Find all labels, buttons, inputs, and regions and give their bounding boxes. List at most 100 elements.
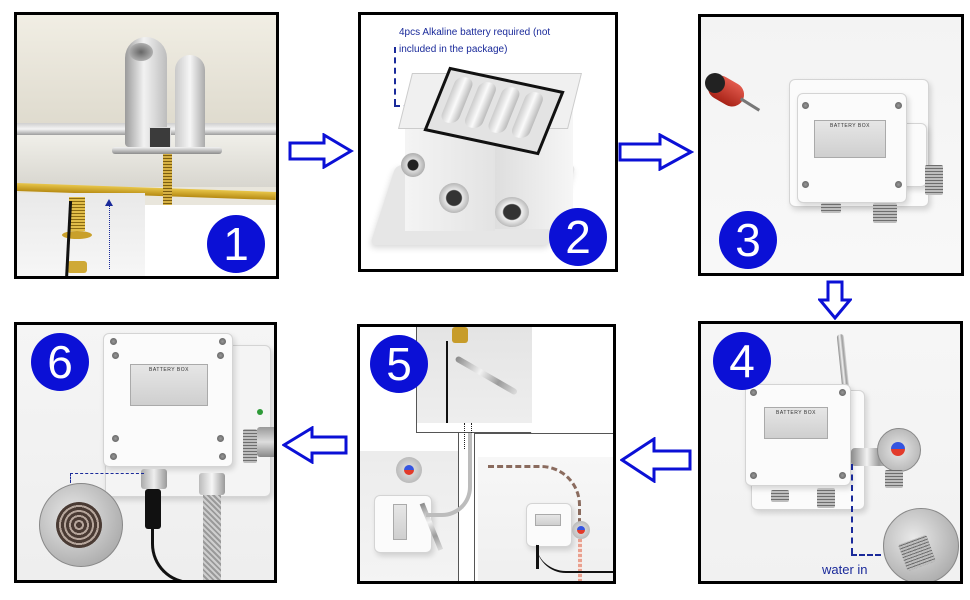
sensor-cable-curve (536, 541, 613, 573)
flow-arrow-left-icon (282, 426, 348, 464)
sensor-connector (401, 153, 425, 177)
brass-shank (452, 327, 468, 343)
inset-thread (898, 534, 936, 572)
connector-leader-horizontal (70, 473, 144, 474)
cover-screw (110, 338, 117, 345)
caption-leader-vertical (394, 47, 396, 105)
control-box: BATTERY BOX (103, 333, 233, 467)
step-3-panel: BATTERY BOX 3 (698, 14, 964, 276)
step-6-panel: 6 BATTERY BOX (14, 322, 277, 583)
step-4-panel: 4 BATTERY BOX water in (698, 321, 963, 584)
step-1-panel: 1 (14, 12, 279, 279)
inset-arrow-head (105, 199, 113, 206)
battery-cover: BATTERY BOX (797, 93, 907, 203)
side-hose-fitting (257, 427, 274, 457)
cover-screw (802, 181, 809, 188)
connector-leader-vertical (70, 473, 71, 483)
battery-box-label: BATTERY BOX (130, 364, 208, 406)
sensor-connector (141, 469, 167, 489)
cover-screw (219, 338, 226, 345)
inlet-thread (817, 488, 835, 508)
hose (426, 433, 472, 517)
side-outlet-thread (243, 429, 257, 463)
flow-arrow-right-icon (618, 133, 694, 171)
right-install-image (478, 457, 613, 581)
hose-red-striped (578, 539, 582, 581)
sensor-cable (151, 521, 274, 580)
cover-screw (839, 472, 846, 479)
inset-washer (62, 231, 92, 239)
water-in-leader-vertical (851, 464, 853, 554)
step-number-badge: 4 (713, 332, 771, 390)
faucet-underside-image (416, 327, 532, 423)
valve-knob (572, 521, 590, 539)
step-5-panel: 5 (357, 324, 616, 584)
battery-caption: 4pcs Alkaline battery required (not incl… (399, 27, 551, 55)
water-outlet-fitting (495, 197, 529, 227)
threaded-shank (163, 154, 172, 209)
inset-nut (67, 261, 87, 273)
divider-line (474, 433, 613, 434)
cover-screw (112, 435, 119, 442)
water-inlet-fitting (439, 183, 469, 213)
braided-hose (203, 495, 221, 580)
step-number-badge: 2 (549, 208, 607, 266)
connector-inset (39, 483, 123, 567)
status-led (257, 409, 263, 415)
braided-hose (488, 465, 581, 528)
battery-box-label: BATTERY BOX (814, 120, 886, 158)
water-in-caption: water in (822, 562, 868, 577)
cover-screw (750, 389, 757, 396)
step-number-badge: 1 (207, 215, 265, 273)
step-number-badge: 3 (719, 211, 777, 269)
flow-arrow-left-icon (620, 437, 692, 483)
cover-screw (217, 435, 224, 442)
side-thread (925, 165, 943, 195)
sensor-cable-plug (145, 489, 161, 529)
battery-box-label-mini (393, 504, 407, 540)
battery-box-label: BATTERY BOX (764, 407, 828, 439)
inset-connector-thread (56, 502, 102, 548)
valve-outlet-thread (885, 470, 903, 488)
inset-shank (69, 197, 85, 231)
flow-arrow-right-icon (288, 133, 354, 169)
shank-inset (17, 193, 145, 276)
cover-screw (802, 102, 809, 109)
outlet-thread (821, 203, 841, 213)
valve-knob (396, 457, 422, 483)
step-number-badge: 6 (31, 333, 89, 391)
sub-image-border (416, 327, 532, 433)
inset-dotted-arrow-line (109, 205, 110, 269)
step-2-panel: 4pcs Alkaline battery required (not incl… (358, 12, 618, 272)
flow-arrow-down-icon (818, 280, 852, 320)
water-inlet-inset (883, 508, 959, 581)
cover-screw (895, 102, 902, 109)
sensor-cable (536, 545, 539, 569)
cover-screw (110, 453, 117, 460)
cover-screw (839, 389, 846, 396)
screwdriver-cap (705, 73, 725, 93)
battery-cover: BATTERY BOX (745, 384, 851, 486)
hot-cold-indicator (404, 465, 414, 475)
inlet-thread (873, 203, 897, 223)
cover-screw (219, 453, 226, 460)
cover-screw (750, 472, 757, 479)
cover-screw (217, 352, 224, 359)
screwdriver-shaft (739, 97, 761, 112)
outlet-thread (771, 490, 789, 502)
faucet-back (175, 55, 205, 150)
step-number-badge: 5 (370, 335, 428, 393)
hot-cold-indicator (577, 526, 585, 534)
deck-plate (112, 147, 222, 154)
sensor-cable (446, 341, 448, 423)
divider-line (474, 433, 475, 581)
water-in-leader-horizontal (851, 554, 881, 556)
cover-screw (112, 352, 119, 359)
control-box (526, 503, 572, 547)
hose-nut (199, 473, 225, 495)
battery-box-label-mini (535, 514, 561, 526)
cover-screw (895, 181, 902, 188)
hot-cold-indicator (891, 442, 905, 456)
faucet-aerator (129, 43, 153, 61)
valve-knob (877, 428, 921, 472)
